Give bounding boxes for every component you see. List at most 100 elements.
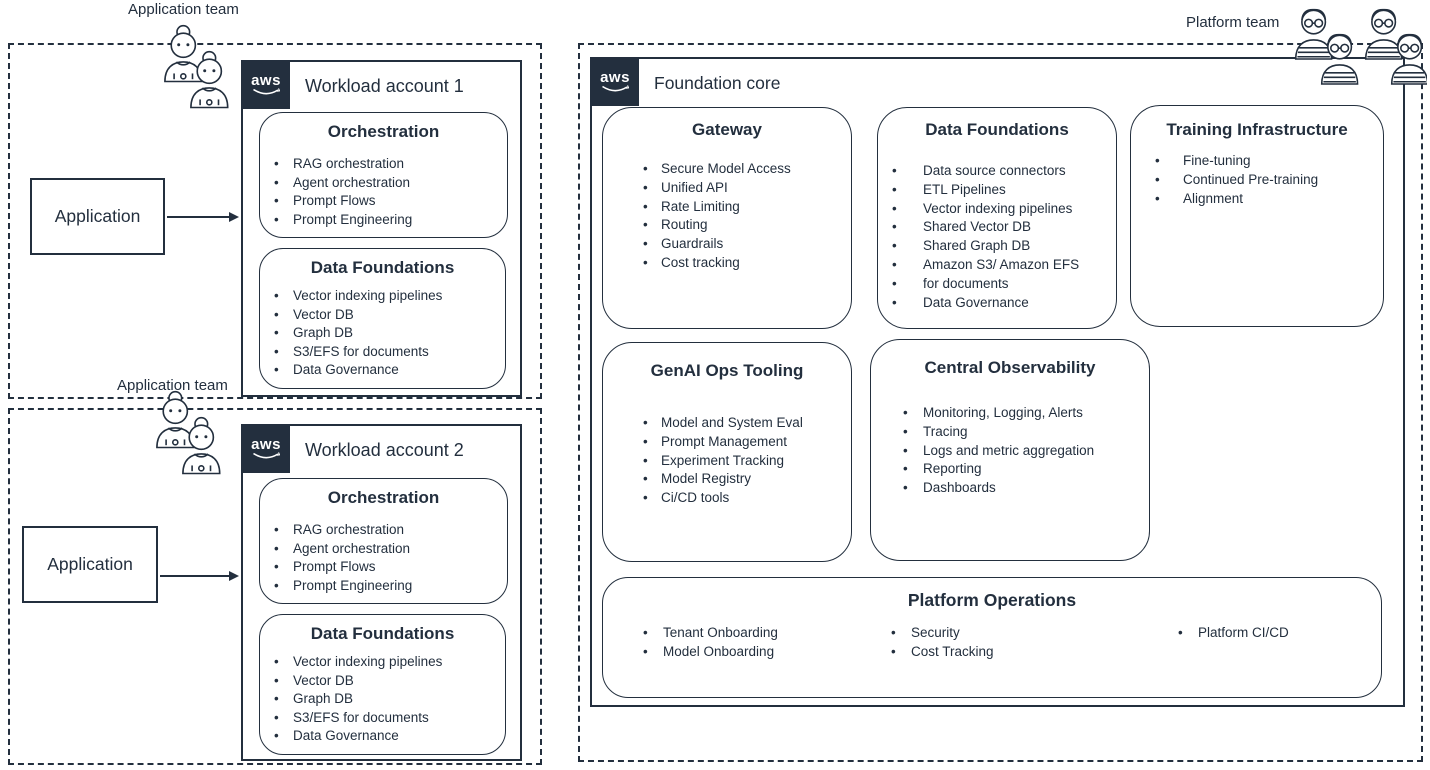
list-item: RAG orchestration (260, 155, 507, 174)
platform-operations-col-2: SecurityCost Tracking (891, 624, 994, 661)
application-1-arrow (167, 216, 237, 218)
application-label: Application (47, 554, 133, 574)
list-item: Prompt Flows (260, 192, 507, 211)
list-item: Model Onboarding (643, 643, 778, 662)
central-observability-box: Central Observability Monitoring, Loggin… (870, 339, 1150, 561)
list-item: Data source connectors (878, 162, 1116, 181)
list-item: ETL Pipelines (878, 181, 1116, 200)
application-team-1-boundary (8, 43, 542, 399)
application-box-2: Application (22, 526, 158, 603)
list-item: Model Registry (603, 470, 851, 489)
list-item: Agent orchestration (260, 540, 507, 559)
training-infrastructure-title: Training Infrastructure (1166, 120, 1348, 139)
data-foundations-list: Data source connectorsETL PipelinesVecto… (878, 162, 1116, 312)
workload-account-1-title: Workload account 1 (305, 76, 464, 96)
list-item: S3/EFS for documents (260, 343, 505, 362)
workload-account-2-box: aws Workload account 2 Orchestration RAG… (241, 424, 522, 761)
aws-logo-text: aws (251, 71, 281, 89)
genai-ops-tooling-box: GenAI Ops Tooling Model and System EvalP… (602, 342, 852, 562)
list-item: Prompt Engineering (260, 577, 507, 596)
list-item: Rate Limiting (603, 198, 851, 217)
workload1-orchestration-box: Orchestration RAG orchestrationAgent orc… (259, 112, 508, 238)
platform-operations-col-1: Tenant OnboardingModel Onboarding (643, 624, 778, 661)
list-item: Tracing (871, 423, 1149, 442)
list-item: Guardrails (603, 235, 851, 254)
application-team-1-label: Application team (128, 1, 239, 18)
list-item: Secure Model Access (603, 160, 851, 179)
list-item: Continued Pre-training (1131, 171, 1383, 190)
genai-ops-tooling-title: GenAI Ops Tooling (650, 361, 804, 380)
list-item: Vector indexing pipelines (260, 287, 505, 306)
list-item: Vector indexing pipelines (260, 653, 505, 672)
list-item: for documents (878, 275, 1116, 294)
list-item: Tenant Onboarding (643, 624, 778, 643)
data-foundations-title: Data Foundations (310, 624, 455, 643)
list-item: Prompt Management (603, 433, 851, 452)
data-foundations-title: Data Foundations (925, 120, 1069, 139)
list-item: Agent orchestration (260, 174, 507, 193)
list-item: Graph DB (260, 690, 505, 709)
aws-logo-text: aws (251, 435, 281, 453)
platform-operations-title: Platform Operations (907, 590, 1077, 610)
list-item: Vector DB (260, 672, 505, 691)
list-item: Monitoring, Logging, Alerts (871, 404, 1149, 423)
list-item: Reporting (871, 460, 1149, 479)
list-item: Unified API (603, 179, 851, 198)
orchestration-list: RAG orchestrationAgent orchestrationProm… (260, 155, 507, 229)
gateway-list: Secure Model AccessUnified APIRate Limit… (603, 160, 851, 273)
workload2-orchestration-box: Orchestration RAG orchestrationAgent orc… (259, 478, 508, 604)
list-item: Prompt Flows (260, 558, 507, 577)
aws-smile-icon (253, 451, 280, 458)
list-item: RAG orchestration (260, 521, 507, 540)
aws-logo-text: aws (600, 68, 630, 86)
foundation-core-box: aws Foundation core Gateway Secure Model… (590, 57, 1405, 707)
list-item: Cost tracking (603, 254, 851, 273)
aws-badge: aws (242, 61, 290, 109)
aws-smile-icon (253, 87, 280, 94)
list-item: Data Governance (260, 361, 505, 380)
data-foundations-list: Vector indexing pipelinesVector DBGraph … (260, 653, 505, 746)
platform-team-users-icon (1294, 8, 1427, 85)
list-item: Alignment (1131, 190, 1383, 209)
gateway-box: Gateway Secure Model AccessUnified APIRa… (602, 107, 852, 329)
list-item: Vector DB (260, 306, 505, 325)
orchestration-title: Orchestration (327, 488, 440, 507)
data-foundations-list: Vector indexing pipelinesVector DBGraph … (260, 287, 505, 380)
platform-team-boundary (578, 43, 1423, 762)
genai-ops-tooling-list: Model and System EvalPrompt ManagementEx… (603, 414, 851, 508)
list-item: Experiment Tracking (603, 452, 851, 471)
platform-operations-col-3: Platform CI/CD (1178, 624, 1289, 643)
list-item: Logs and metric aggregation (871, 442, 1149, 461)
list-item: Graph DB (260, 324, 505, 343)
list-item: Shared Graph DB (878, 237, 1116, 256)
list-item: Data Governance (878, 294, 1116, 313)
list-item: Data Governance (260, 727, 505, 746)
list-item: Routing (603, 216, 851, 235)
aws-smile-icon (602, 84, 629, 91)
list-item: Fine-tuning (1131, 152, 1383, 171)
application-label: Application (54, 206, 141, 226)
central-observability-title: Central Observability (924, 358, 1096, 377)
data-foundations-title: Data Foundations (310, 258, 455, 277)
central-observability-list: Monitoring, Logging, AlertsTracingLogs a… (871, 404, 1149, 498)
platform-operations-box: Platform Operations Tenant OnboardingMod… (602, 577, 1382, 698)
workload2-data-foundations-box: Data Foundations Vector indexing pipelin… (259, 614, 506, 755)
platform-team-label: Platform team (1186, 14, 1280, 31)
training-infrastructure-box: Training Infrastructure Fine-tuningConti… (1130, 105, 1384, 327)
list-item: Vector indexing pipelines (878, 200, 1116, 219)
workload1-data-foundations-box: Data Foundations Vector indexing pipelin… (259, 248, 506, 389)
list-item: Shared Vector DB (878, 218, 1116, 237)
list-item: Ci/CD tools (603, 489, 851, 508)
application-team-2-users-icon (156, 390, 221, 475)
orchestration-title: Orchestration (327, 122, 440, 141)
application-2-arrow (160, 575, 237, 577)
list-item: Dashboards (871, 479, 1149, 498)
foundation-data-foundations-box: Data Foundations Data source connectorsE… (877, 107, 1117, 329)
list-item: S3/EFS for documents (260, 709, 505, 728)
application-team-2-label: Application team (117, 377, 228, 394)
list-item: Prompt Engineering (260, 211, 507, 230)
list-item: Platform CI/CD (1178, 624, 1289, 643)
workload-account-1-box: aws Workload account 1 Orchestration RAG… (241, 60, 522, 397)
aws-badge: aws (591, 58, 639, 106)
